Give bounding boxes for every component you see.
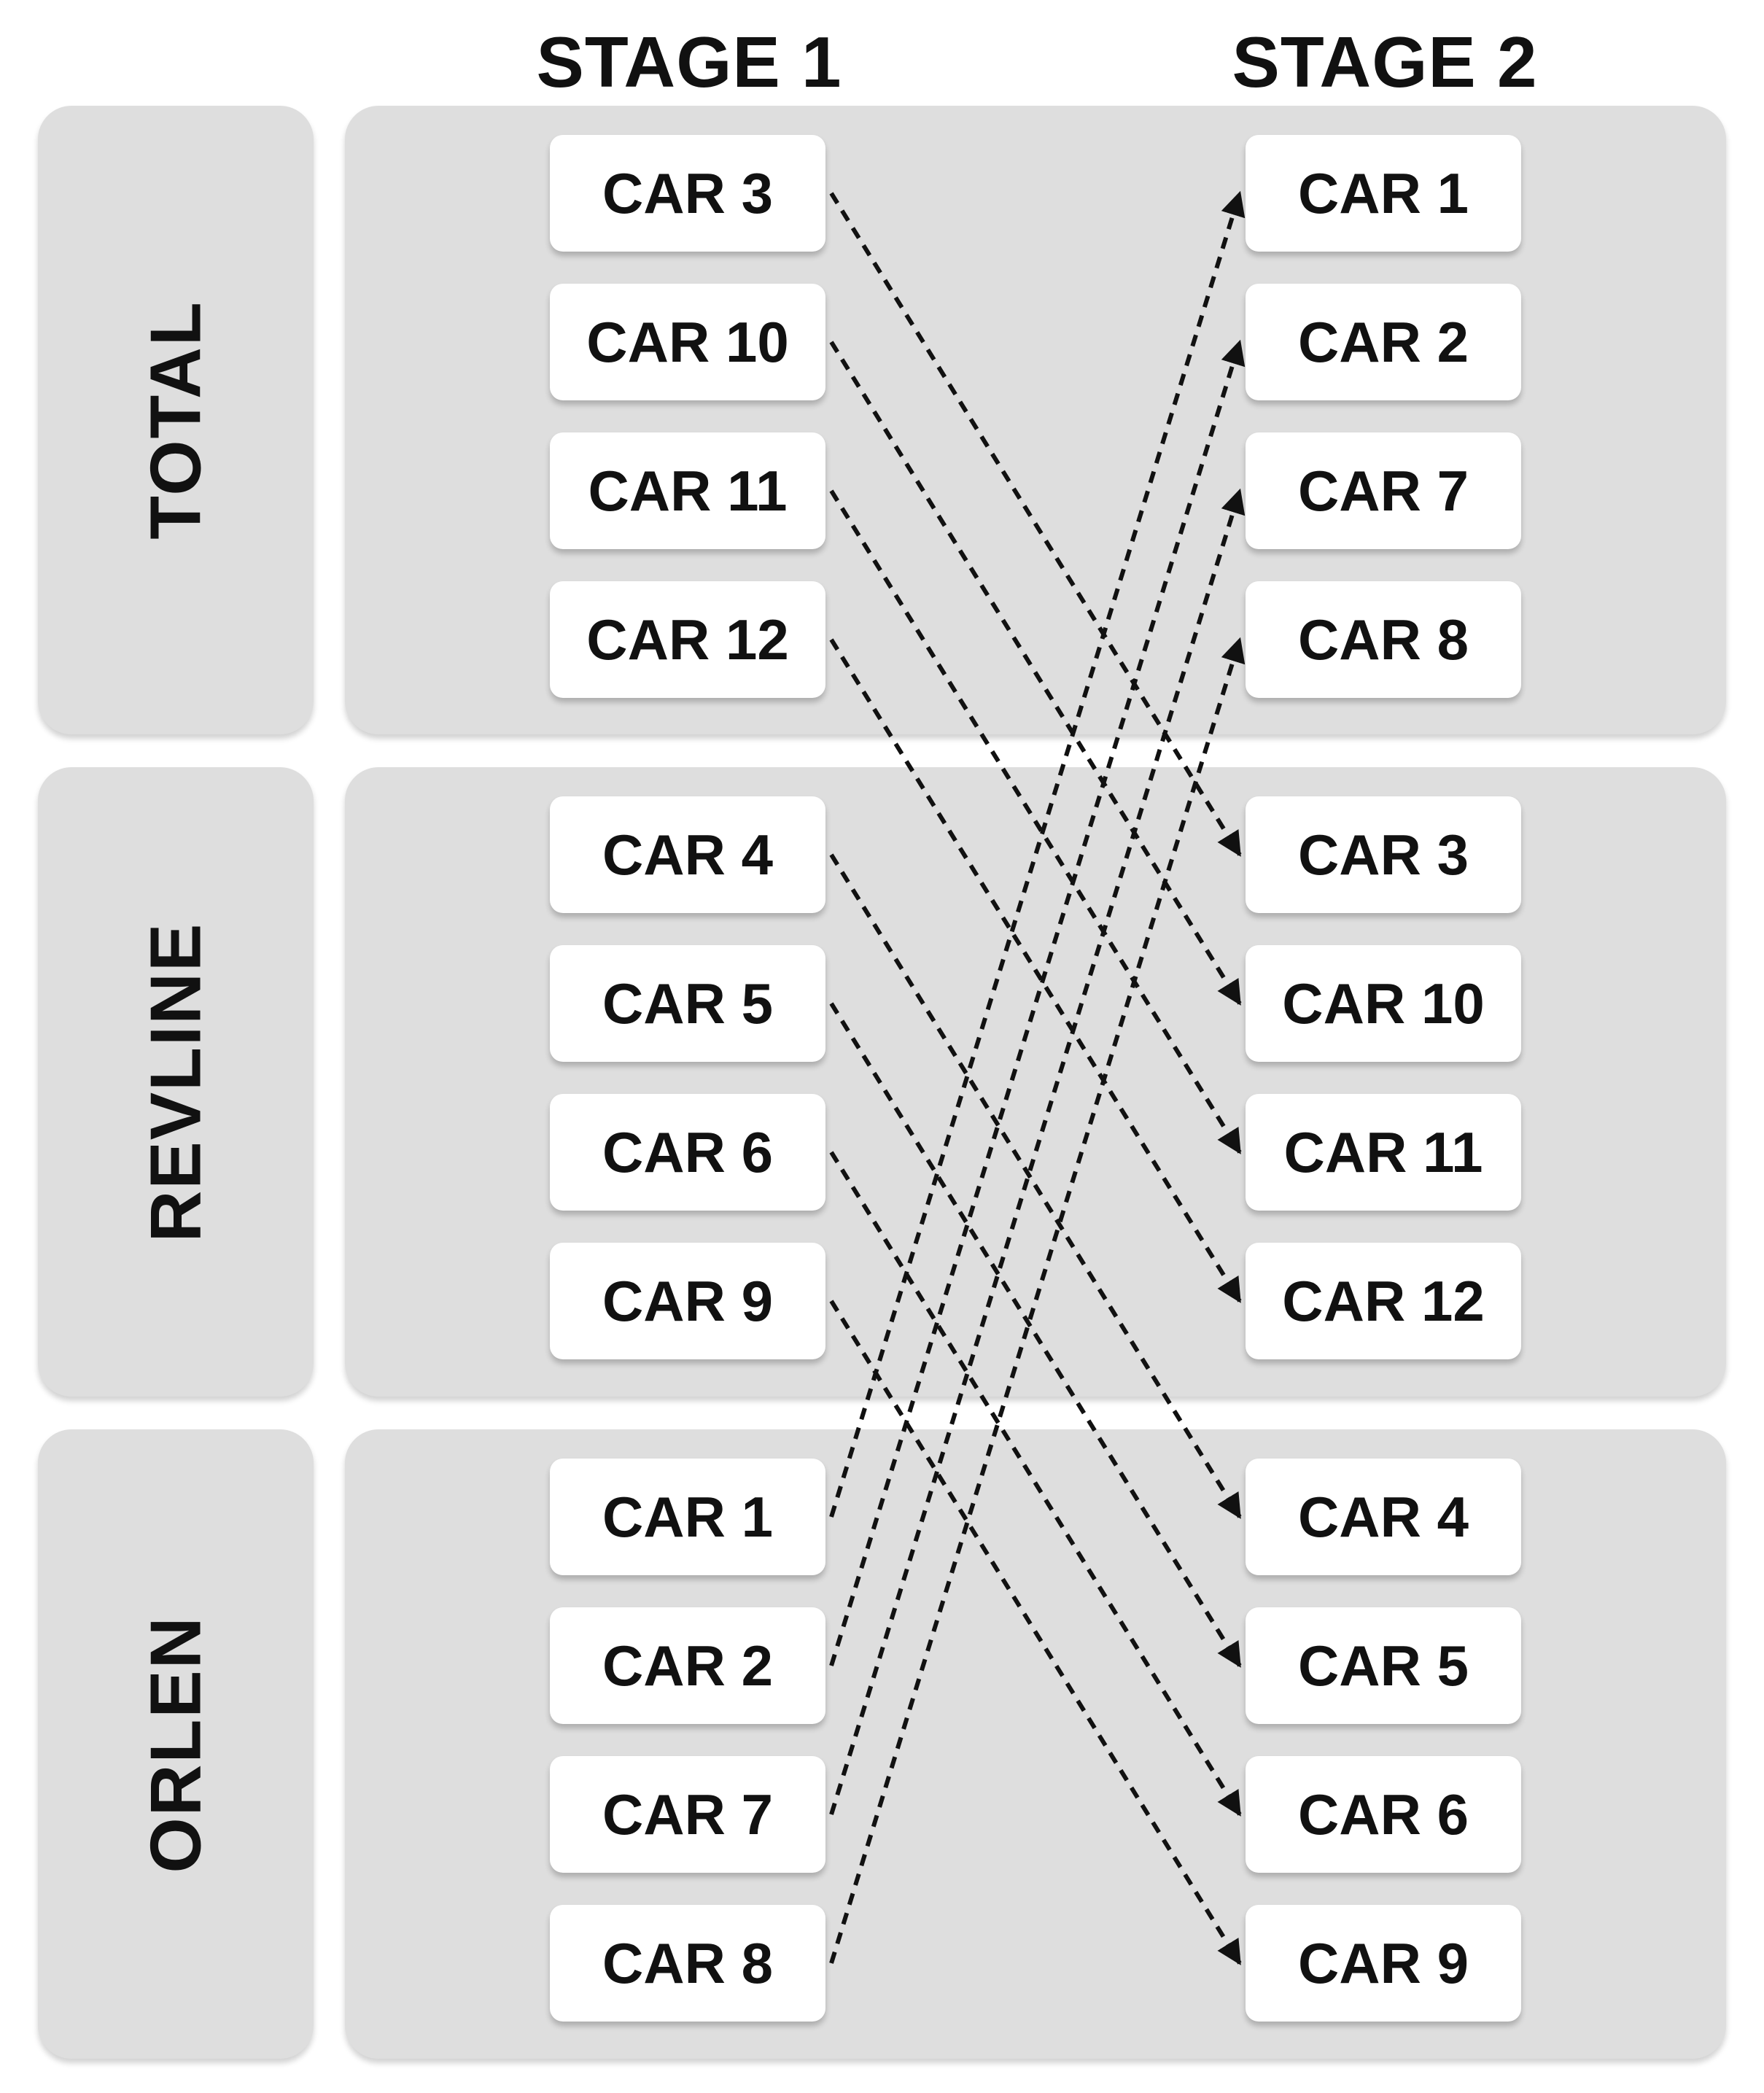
stage2-car-box: CAR 5 — [1246, 1607, 1521, 1724]
stage1-car-box: CAR 7 — [550, 1756, 825, 1873]
transfer-arrow — [829, 1002, 1242, 1668]
transfer-arrow — [829, 339, 1246, 1666]
stage1-car-box: CAR 9 — [550, 1243, 825, 1359]
stage1-car-box: CAR 12 — [550, 581, 825, 698]
stage2-car-box: CAR 10 — [1246, 945, 1521, 1062]
transfer-arrow — [829, 488, 1246, 1815]
stage1-car-box: CAR 4 — [550, 796, 825, 913]
stage1-car-box: CAR 2 — [550, 1607, 825, 1724]
transfer-arrow — [829, 489, 1242, 1154]
stage2-car-box: CAR 7 — [1246, 432, 1521, 549]
stage1-car-box: CAR 8 — [550, 1905, 825, 2022]
stage2-car-box: CAR 6 — [1246, 1756, 1521, 1873]
team-tab-revline: REVLINE — [38, 767, 314, 1397]
stage-1-header: STAGE 1 — [536, 22, 842, 102]
transfer-arrow — [829, 192, 1242, 857]
stage2-car-box: CAR 12 — [1246, 1243, 1521, 1359]
team-tab-total: TOTAL — [38, 106, 314, 734]
team-panel-revline: CAR 4 CAR 5 CAR 6 CAR 9 CAR 3 CAR 10 CAR… — [345, 767, 1726, 1397]
stage2-car-box: CAR 8 — [1246, 581, 1521, 698]
transfer-arrow — [829, 1151, 1242, 1817]
stage2-car-box: CAR 11 — [1246, 1094, 1521, 1211]
stage2-car-box: CAR 4 — [1246, 1459, 1521, 1575]
stage2-car-box: CAR 2 — [1246, 284, 1521, 400]
transfer-arrow — [829, 637, 1246, 1964]
stage2-car-box: CAR 3 — [1246, 796, 1521, 913]
team-panel-orlen: CAR 1 CAR 2 CAR 7 CAR 8 CAR 4 CAR 5 CAR … — [345, 1429, 1726, 2059]
stage2-car-box: CAR 9 — [1246, 1905, 1521, 2022]
stage1-car-box: CAR 6 — [550, 1094, 825, 1211]
stage2-car-box: CAR 1 — [1246, 135, 1521, 252]
stage-2-header: STAGE 2 — [1232, 22, 1538, 102]
stage1-car-box: CAR 11 — [550, 432, 825, 549]
transfer-arrow — [829, 853, 1242, 1519]
stage1-car-box: CAR 10 — [550, 284, 825, 400]
stage1-car-box: CAR 3 — [550, 135, 825, 252]
transfer-arrow — [829, 638, 1242, 1303]
team-panel-total: CAR 3 CAR 10 CAR 11 CAR 12 CAR 1 CAR 2 C… — [345, 106, 1726, 734]
team-tab-orlen: ORLEN — [38, 1429, 314, 2059]
stage1-car-box: CAR 1 — [550, 1459, 825, 1575]
transfer-arrow — [829, 190, 1246, 1518]
transfer-arrow — [829, 341, 1242, 1006]
transfer-arrow — [829, 1300, 1242, 1965]
stage1-car-box: CAR 5 — [550, 945, 825, 1062]
